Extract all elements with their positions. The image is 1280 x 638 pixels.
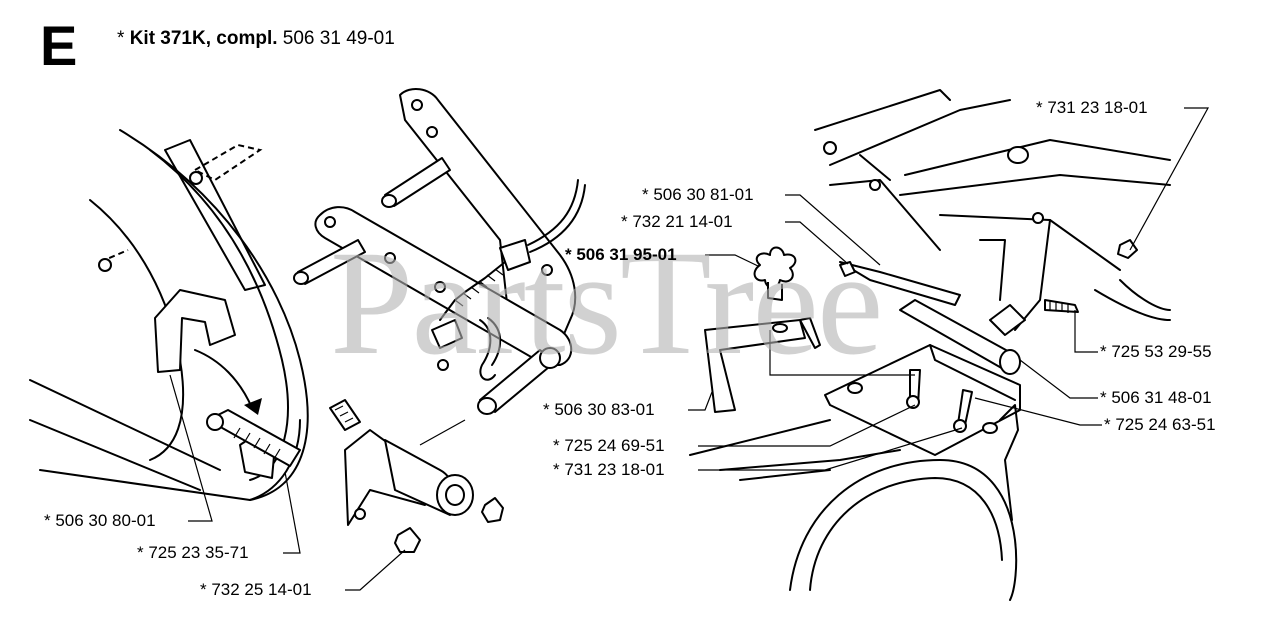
callout-label: * 725 24 63-51 [1104,415,1216,434]
callout-label: * 725 24 69-51 [553,436,665,455]
wheel-and-chassis [689,404,1019,601]
leader-lines [169,107,1210,591]
deck-plate [824,344,1021,456]
threaded-rod-assembly [419,347,561,446]
callout-label: * 506 30 80-01 [44,511,156,530]
u-bracket [704,317,821,413]
callout-label: * 732 25 14-01 [200,580,312,599]
kit-prefix: * [117,28,130,49]
callout-label: * 725 23 35-71 [137,543,249,562]
kit-number: 506 31 49-01 [282,28,395,49]
callout-label: * 725 53 29-55 [1100,342,1212,361]
callout-label: * 732 21 14-01 [621,212,733,231]
knob [753,246,797,301]
callout-label: * 506 31 48-01 [1100,388,1212,407]
mounting-pins [293,157,451,285]
callout-label: * 731 23 18-01 [1036,98,1148,117]
callout-label: * 731 23 18-01 [553,460,665,479]
callout-label: * 506 30 83-01 [543,400,655,419]
callout-label: * 506 30 81-01 [642,185,754,204]
watermark: PartsTree [330,220,883,386]
spring-and-cable [431,179,586,381]
kit-title: * Kit 371K, compl. 506 31 49-01 [117,28,395,50]
callout-label: * 506 31 95-01 [565,245,677,264]
shaft-and-tube [839,261,1079,375]
mounting-plate-upper [314,88,577,366]
right-frame-body [814,89,1171,331]
bolt-and-cylinder [206,399,504,553]
section-letter: E [40,14,78,77]
kit-name: Kit 371K, compl. [129,28,278,49]
